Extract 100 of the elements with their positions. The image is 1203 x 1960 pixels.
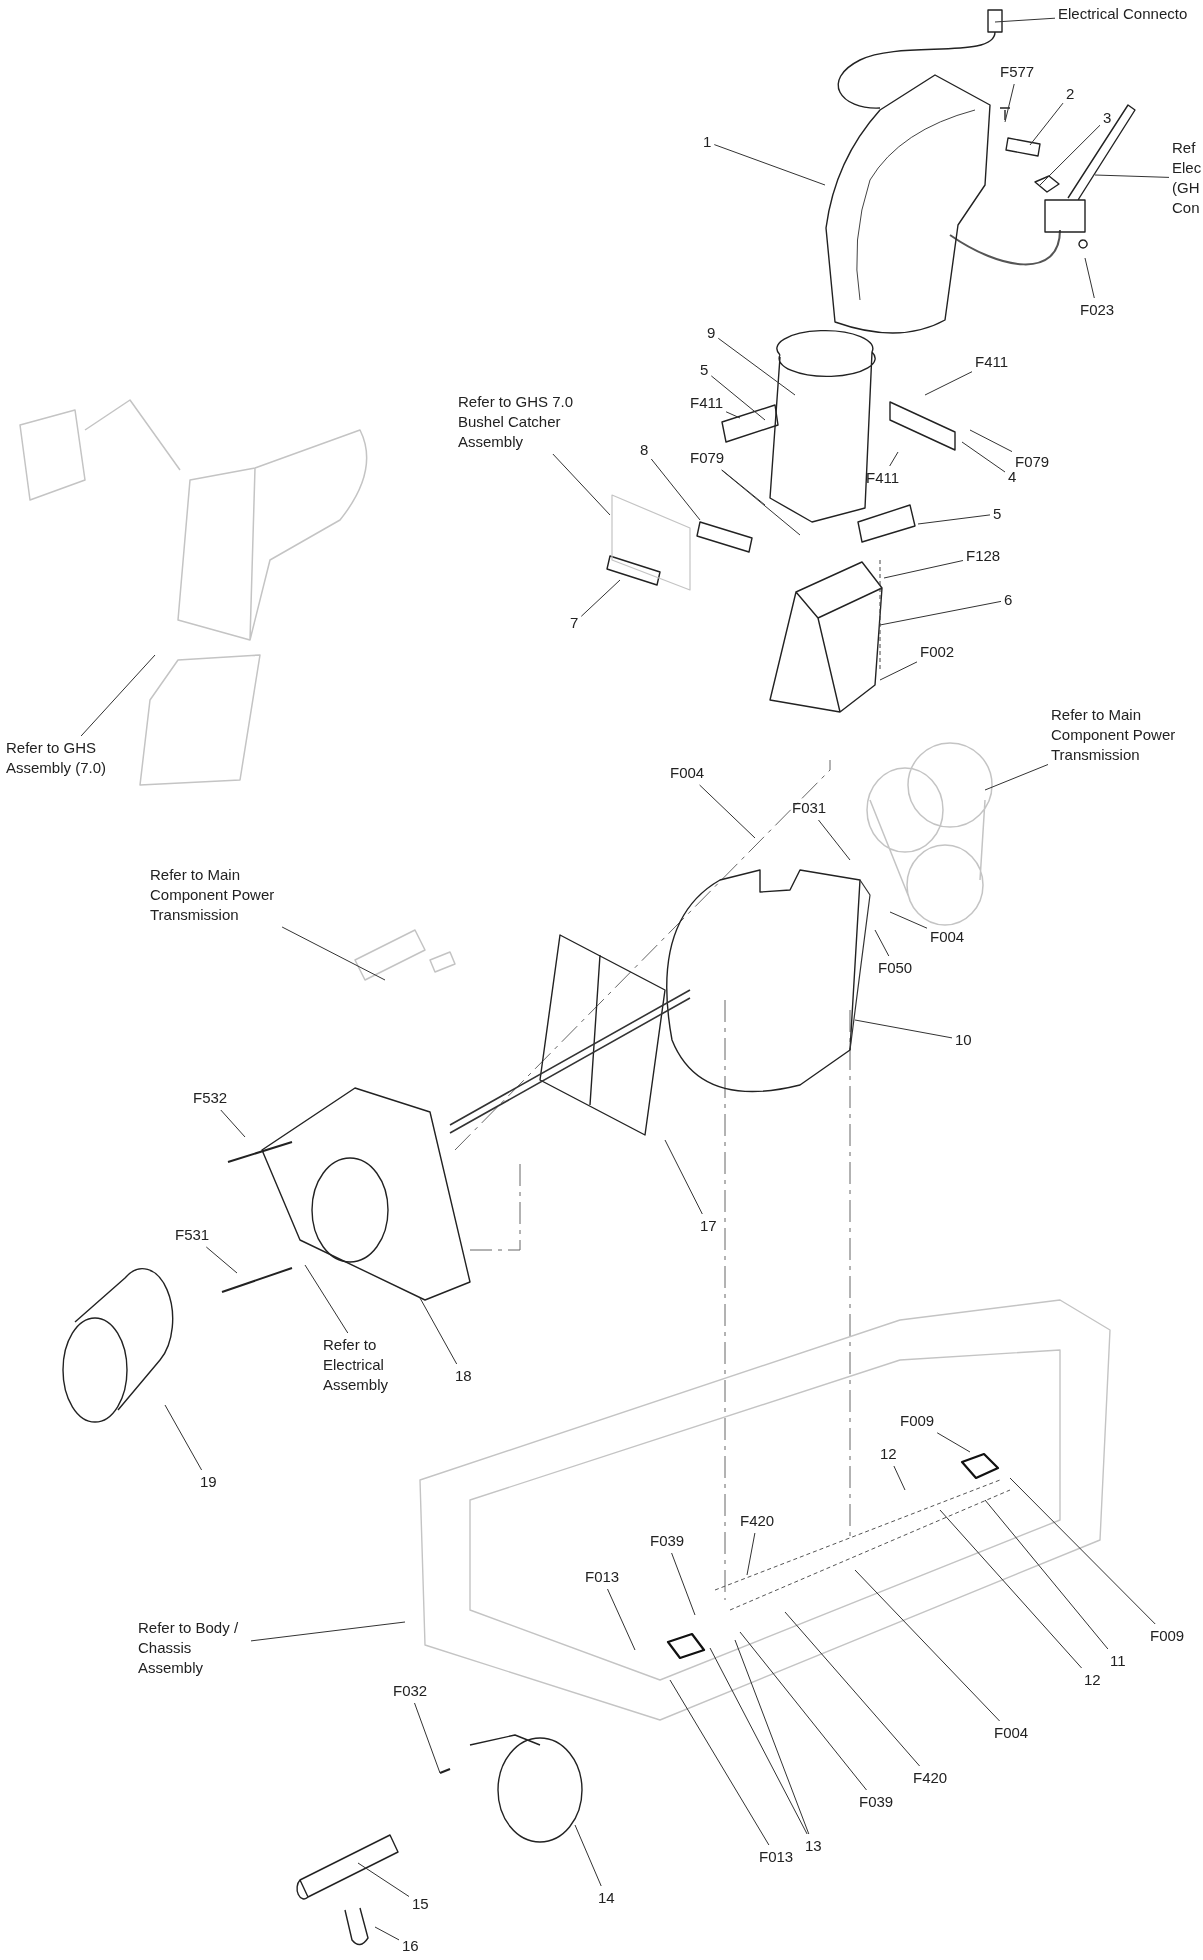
- leader-line: [80, 654, 156, 737]
- leader-line: [1084, 257, 1095, 299]
- leader-line: [725, 411, 741, 419]
- leader-line: [574, 1824, 602, 1887]
- callout-number: F039: [859, 1792, 894, 1812]
- callout-number: 5: [993, 504, 1002, 524]
- callout-number: 16: [402, 1936, 419, 1956]
- leader-line: [739, 1631, 867, 1791]
- reference-note: Refer to GHS 7.0 Bushel Catcher Assembly: [458, 392, 588, 452]
- leader-line: [1004, 83, 1015, 123]
- callout-number: F002: [920, 642, 955, 662]
- leader-line: [250, 1621, 406, 1642]
- callout-number: F013: [585, 1567, 620, 1587]
- callout-number: 19: [200, 1472, 217, 1492]
- leader-line: [874, 929, 890, 957]
- callout-number: 7: [570, 613, 579, 633]
- callout-number: 14: [598, 1888, 615, 1908]
- callout-number: F050: [878, 958, 913, 978]
- reference-note: Electrical Connecto: [1058, 4, 1188, 24]
- leader-line: [669, 1679, 770, 1846]
- callout-number: 4: [1008, 467, 1017, 487]
- callout-number: F032: [393, 1681, 428, 1701]
- callout-number: 8: [640, 440, 649, 460]
- callout-number: F577: [1000, 62, 1035, 82]
- leader-line: [710, 375, 766, 421]
- leader-line: [374, 1926, 400, 1941]
- leader-line: [1009, 1477, 1156, 1625]
- callout-number: 11: [1110, 1651, 1126, 1671]
- leader-line: [671, 1552, 696, 1616]
- leader-line: [304, 1264, 349, 1334]
- leader-line: [281, 926, 386, 981]
- leader-line: [994, 17, 1056, 23]
- callout-number: F128: [966, 546, 1001, 566]
- leader-line: [854, 1019, 953, 1039]
- leader-line: [879, 600, 1002, 626]
- leader-line: [717, 337, 796, 396]
- leader-line: [746, 1532, 756, 1576]
- callout-number: F013: [759, 1847, 794, 1867]
- callout-number: F411: [690, 393, 724, 413]
- leader-line: [721, 469, 766, 506]
- reference-note: Refer to Main Component Power Transmission: [1051, 705, 1191, 765]
- leader-line: [784, 1611, 921, 1767]
- leader-line: [984, 1499, 1109, 1650]
- leader-line: [607, 1588, 636, 1651]
- leader-line: [580, 579, 621, 617]
- callout-number: 10: [955, 1030, 972, 1050]
- callout-number: F009: [1150, 1626, 1185, 1646]
- leader-line: [1094, 174, 1170, 178]
- leader-line: [893, 1465, 906, 1491]
- leader-line: [164, 1404, 203, 1471]
- leader-line: [1039, 124, 1101, 186]
- callout-number: 17: [700, 1216, 717, 1236]
- leader-line: [713, 144, 826, 186]
- callout-number: 6: [1004, 590, 1013, 610]
- leader-line: [854, 1569, 1001, 1722]
- leader-line: [734, 1639, 810, 1835]
- leader-line: [883, 560, 964, 579]
- leader-line: [939, 1509, 1083, 1669]
- callout-number: F004: [994, 1723, 1029, 1743]
- callout-number: F411: [975, 352, 1009, 372]
- callout-number: F079: [1015, 452, 1050, 472]
- callout-number: 15: [412, 1894, 429, 1914]
- leader-line: [650, 458, 701, 521]
- callout-number: 1: [703, 132, 712, 152]
- reference-note: Ref Elec (GH Con: [1172, 138, 1202, 218]
- callout-number: F004: [930, 927, 965, 947]
- callout-number: F079: [690, 448, 725, 468]
- callout-number: F004: [670, 763, 705, 783]
- leader-line: [205, 1246, 238, 1274]
- leader-line: [721, 469, 801, 536]
- leader-line: [879, 661, 918, 681]
- leader-line: [936, 1432, 971, 1453]
- leader-line: [664, 1139, 703, 1215]
- reference-note: Refer to Body / Chassis Assembly: [138, 1618, 248, 1678]
- callout-number: 18: [455, 1366, 472, 1386]
- callout-number: F411: [866, 468, 900, 488]
- leader-line: [414, 1702, 441, 1774]
- leader-line: [357, 1862, 410, 1897]
- leader-line: [552, 453, 611, 516]
- leader-line: [709, 1647, 808, 1835]
- callout-number: F023: [1080, 300, 1115, 320]
- callout-number: F420: [740, 1511, 775, 1531]
- callout-number: 13: [805, 1836, 822, 1856]
- leader-line: [699, 784, 756, 839]
- leader-line: [220, 1109, 246, 1138]
- callout-number: 12: [1084, 1670, 1101, 1690]
- callout-number: F009: [900, 1411, 935, 1431]
- leader-line: [1029, 102, 1064, 146]
- leader-line: [889, 911, 928, 929]
- leader-line: [889, 451, 899, 467]
- callout-number: F039: [650, 1531, 685, 1551]
- leader-line: [818, 819, 851, 861]
- reference-note: Refer to Main Component Power Transmission: [150, 865, 290, 925]
- reference-note: Refer to GHS Assembly (7.0): [6, 738, 116, 778]
- callout-number: F031: [792, 798, 827, 818]
- leader-line: [969, 429, 1013, 453]
- leader-line: [984, 764, 1049, 791]
- callout-number: F532: [193, 1088, 228, 1108]
- leader-line: [924, 371, 973, 396]
- callout-number: F531: [175, 1225, 210, 1245]
